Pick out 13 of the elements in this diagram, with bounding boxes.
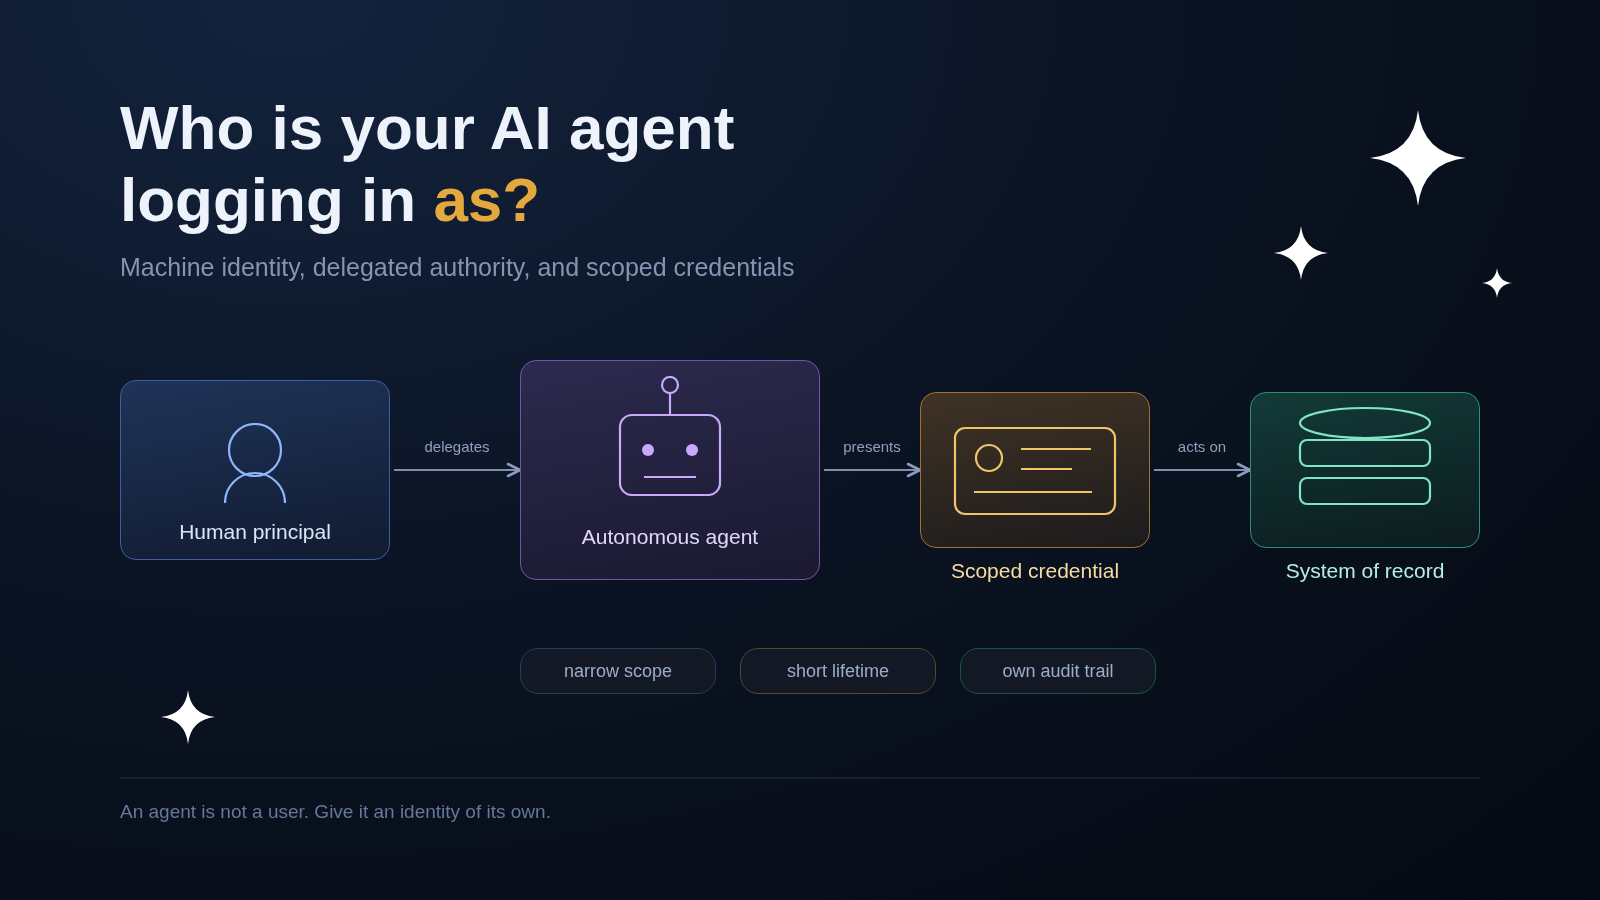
edge-label: presents [843, 438, 901, 455]
footer-note: An agent is not a user. Give it an identity of its own. [120, 801, 551, 823]
property-pill: narrow scope [520, 648, 716, 694]
node-label: Human principal [179, 520, 331, 544]
property-pill: short lifetime [740, 648, 936, 694]
edge-label: acts on [1177, 438, 1227, 455]
subtitle: Machine identity, delegated authority, and scoped credentials [120, 253, 795, 282]
property-pill: own audit trail [960, 648, 1156, 694]
node-label: Scoped credential [950, 559, 1120, 583]
node-label: System of record [1285, 559, 1445, 583]
edge-label: delegates [424, 438, 490, 455]
node-label: Autonomous agent [581, 525, 759, 549]
title: Who is your AI agent logging in as? [120, 92, 736, 236]
